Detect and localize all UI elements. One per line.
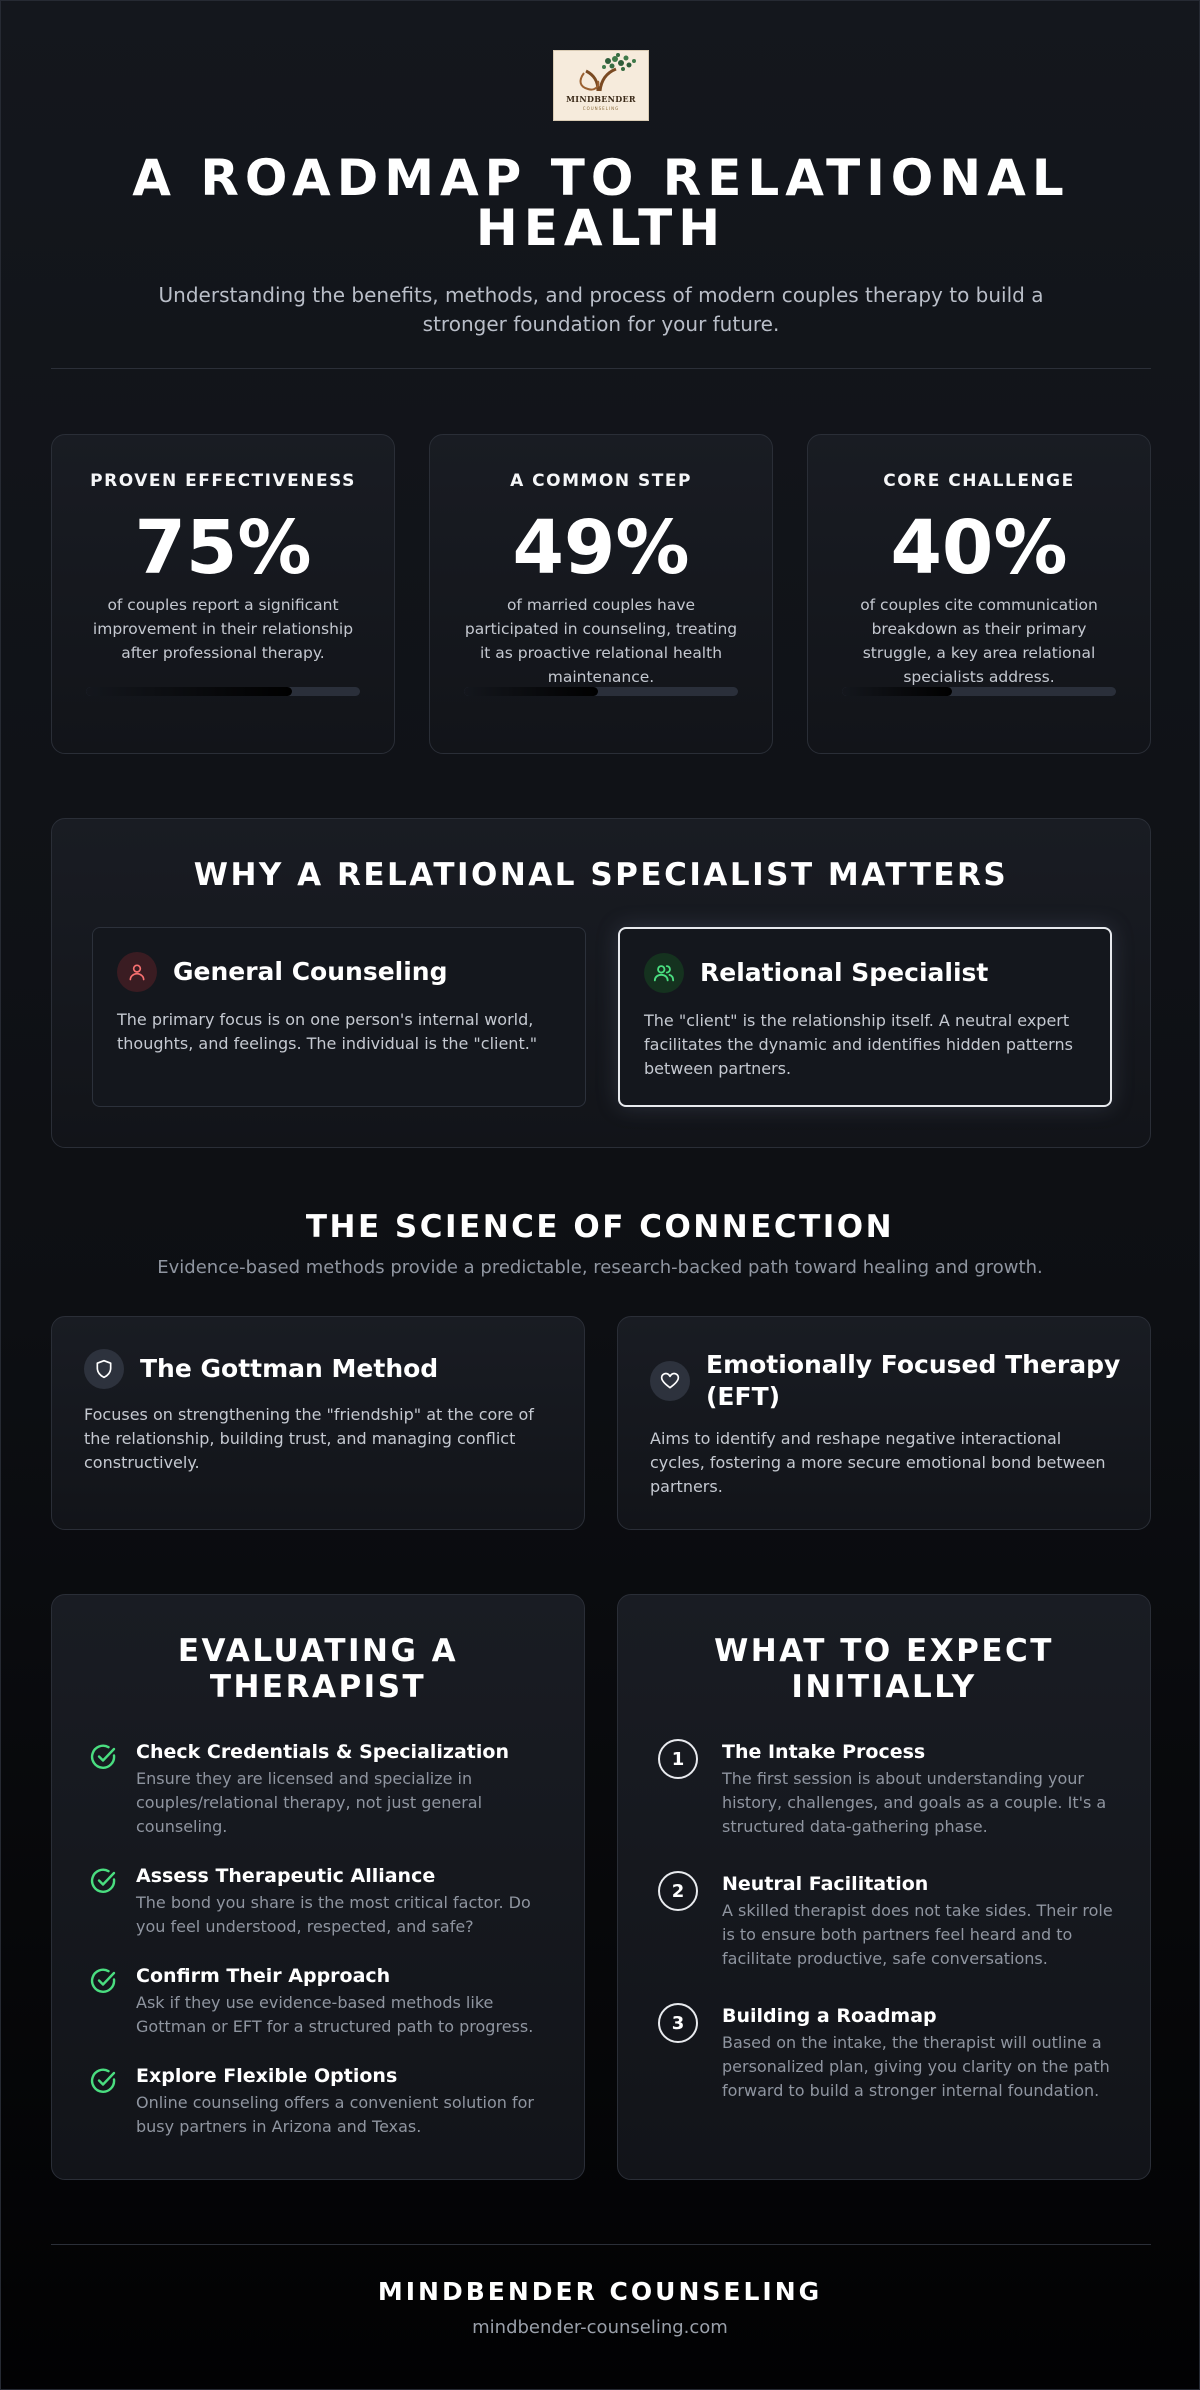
stat-label: PROVEN EFFECTIVENESS xyxy=(90,471,356,491)
stat-description: of couples report a significant improvem… xyxy=(92,596,354,662)
stat-value: 75% xyxy=(134,505,312,591)
evaluating-title: EVALUATING A THERAPIST xyxy=(177,1633,459,1705)
stat-card: CORE CHALLENGE 40% of couples cite commu… xyxy=(807,434,1151,754)
users-icon xyxy=(644,953,684,993)
method-text: Focuses on strengthening the "friendship… xyxy=(84,1405,534,1472)
evaluate-item-text: The bond you share is the most critical … xyxy=(136,1893,531,1936)
method-heading: The Gottman Method xyxy=(140,1354,439,1383)
general-counseling-box: General Counseling The primary focus is … xyxy=(92,927,586,1107)
method-heading: Emotionally Focused Therapy (EFT) xyxy=(706,1350,1121,1411)
stat-card: A COMMON STEP 49% of married couples hav… xyxy=(429,434,773,754)
evaluate-item-title: Check Credentials & Specialization xyxy=(136,1741,509,1763)
stat-label: CORE CHALLENGE xyxy=(883,471,1075,491)
check-circle-icon xyxy=(90,1968,116,1993)
method-text: Aims to identify and reshape negative in… xyxy=(650,1429,1106,1496)
footer-brand: MINDBENDER COUNSELING xyxy=(377,2277,823,2306)
relational-specialist-heading: Relational Specialist xyxy=(700,958,989,987)
evaluate-item-title: Assess Therapeutic Alliance xyxy=(136,1865,436,1887)
tree-icon xyxy=(579,53,636,92)
evaluate-item-text: Ensure they are licensed and specialize … xyxy=(136,1769,483,1836)
stat-progress-bar xyxy=(86,687,360,696)
header-divider xyxy=(51,368,1151,369)
evaluate-item-title: Explore Flexible Options xyxy=(136,2065,398,2087)
method-card-gottman: The Gottman Method Focuses on strengthen… xyxy=(51,1316,585,1530)
general-counseling-heading: General Counseling xyxy=(173,957,448,986)
general-counseling-text: The primary focus is on one person's int… xyxy=(117,1010,538,1053)
science-section-subtitle: Evidence-based methods provide a predict… xyxy=(157,1257,1043,1278)
evaluate-item-text: Online counseling offers a convenient so… xyxy=(136,2093,534,2136)
relational-specialist-box: Relational Specialist The "client" is th… xyxy=(618,927,1112,1107)
what-to-expect-card: WHAT TO EXPECT INITIALLY 1 The Intake Pr… xyxy=(617,1594,1151,2180)
stat-value: 40% xyxy=(890,505,1068,591)
stat-progress-fill xyxy=(464,687,599,696)
person-icon xyxy=(117,952,157,992)
expect-title: WHAT TO EXPECT INITIALLY xyxy=(714,1633,1054,1705)
check-circle-icon xyxy=(90,2068,116,2093)
stat-progress-fill xyxy=(842,687,952,696)
step-number-badge: 1 xyxy=(658,1739,698,1779)
expect-step-text: The first session is about understanding… xyxy=(722,1769,1107,1836)
page-title: A ROADMAP TO RELATIONAL HEALTH xyxy=(132,149,1070,257)
heart-icon xyxy=(650,1361,690,1401)
check-circle-icon xyxy=(90,1868,116,1893)
science-section-title: THE SCIENCE OF CONNECTION xyxy=(305,1209,895,1245)
stat-progress-fill xyxy=(86,687,292,696)
stat-progress-bar xyxy=(842,687,1116,696)
expect-step-title: Building a Roadmap xyxy=(722,2005,937,2027)
page-subtitle: Understanding the benefits, methods, and… xyxy=(158,283,1044,336)
relational-specialist-text: The "client" is the relationship itself.… xyxy=(644,1011,1073,1078)
expect-step-title: Neutral Facilitation xyxy=(722,1873,929,1895)
logo-text: MINDBENDER xyxy=(566,94,636,104)
stat-card: PROVEN EFFECTIVENESS 75% of couples repo… xyxy=(51,434,395,754)
stat-value: 49% xyxy=(512,505,690,591)
footer-divider xyxy=(51,2244,1151,2245)
footer-url[interactable]: mindbender-counseling.com xyxy=(472,2317,728,2338)
expect-step-text: Based on the intake, the therapist will … xyxy=(722,2033,1110,2100)
specialist-section-title: WHY A RELATIONAL SPECIALIST MATTERS xyxy=(193,857,1009,893)
evaluate-item-text: Ask if they use evidence-based methods l… xyxy=(136,1993,534,2036)
stat-progress-bar xyxy=(464,687,738,696)
evaluate-item-title: Confirm Their Approach xyxy=(136,1965,391,1987)
step-number-badge: 3 xyxy=(658,2003,698,2043)
specialist-section: WHY A RELATIONAL SPECIALIST MATTERS Gene… xyxy=(51,818,1151,1148)
method-card-eft: Emotionally Focused Therapy (EFT) Aims t… xyxy=(617,1316,1151,1530)
check-circle-icon xyxy=(90,1744,116,1769)
step-number-badge: 2 xyxy=(658,1871,698,1911)
evaluating-therapist-card: EVALUATING A THERAPIST Check Credentials… xyxy=(51,1594,585,2180)
expect-step-title: The Intake Process xyxy=(722,1741,926,1763)
shield-icon xyxy=(84,1349,124,1389)
stat-label: A COMMON STEP xyxy=(510,471,692,491)
mindbender-logo: MINDBENDER COUNSELING xyxy=(553,50,649,121)
logo-subtext: COUNSELING xyxy=(582,106,620,111)
expect-step-text: A skilled therapist does not take sides.… xyxy=(722,1901,1113,1968)
stat-description: of couples cite communication breakdown … xyxy=(860,596,1098,686)
stat-description: of married couples have participated in … xyxy=(464,596,738,686)
